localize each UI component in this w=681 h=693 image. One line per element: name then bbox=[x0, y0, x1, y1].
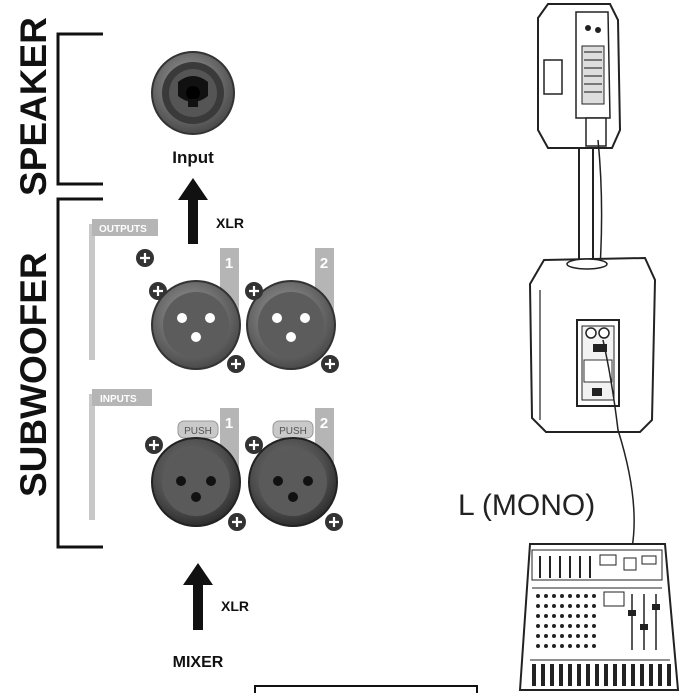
combo-jack-icon bbox=[151, 51, 235, 135]
speaker-label: SPEAKER bbox=[13, 17, 54, 196]
screw-plus-icon bbox=[323, 511, 345, 533]
arrow-up-icon bbox=[183, 563, 213, 630]
subwoofer-label: SUBWOOFER bbox=[13, 252, 54, 497]
xlr-bottom-label: XLR bbox=[221, 598, 249, 614]
outputs-label: OUTPUTS bbox=[99, 224, 147, 235]
screw-plus-icon bbox=[225, 353, 247, 375]
xlr-female-connector-icon bbox=[248, 437, 338, 527]
screw-plus-icon bbox=[243, 280, 265, 302]
mixer-console bbox=[518, 543, 680, 691]
out-channel-1: 1 bbox=[225, 255, 233, 272]
speaker-cabinet bbox=[537, 3, 622, 149]
xlr-female-connector-icon bbox=[151, 437, 241, 527]
subwoofer-cabinet bbox=[528, 256, 657, 433]
speaker-bracket bbox=[56, 32, 103, 186]
input-label: Input bbox=[172, 148, 214, 167]
screw-plus-icon bbox=[134, 247, 156, 269]
speaker-pole bbox=[578, 147, 594, 271]
mono-cable bbox=[602, 339, 635, 549]
in-channel-1: 1 bbox=[225, 415, 233, 432]
push-tab-2: PUSH bbox=[279, 426, 307, 437]
subwoofer-bracket bbox=[56, 197, 103, 549]
in-channel-2: 2 bbox=[320, 415, 328, 432]
push-tab-1: PUSH bbox=[184, 426, 212, 437]
channel-label: L (MONO) bbox=[458, 489, 595, 522]
screw-plus-icon bbox=[226, 511, 248, 533]
arrow-up-icon bbox=[178, 178, 208, 244]
screw-plus-icon bbox=[143, 434, 165, 456]
out-channel-2: 2 bbox=[320, 255, 328, 272]
screw-plus-icon bbox=[319, 353, 341, 375]
mixer-label: MIXER bbox=[173, 654, 224, 671]
xlr-male-connector-icon bbox=[151, 280, 241, 370]
xlr-top-label: XLR bbox=[216, 215, 244, 231]
xlr-male-connector-icon bbox=[246, 280, 336, 370]
bottom-frame bbox=[254, 685, 478, 693]
inputs-label: INPUTS bbox=[100, 394, 137, 405]
